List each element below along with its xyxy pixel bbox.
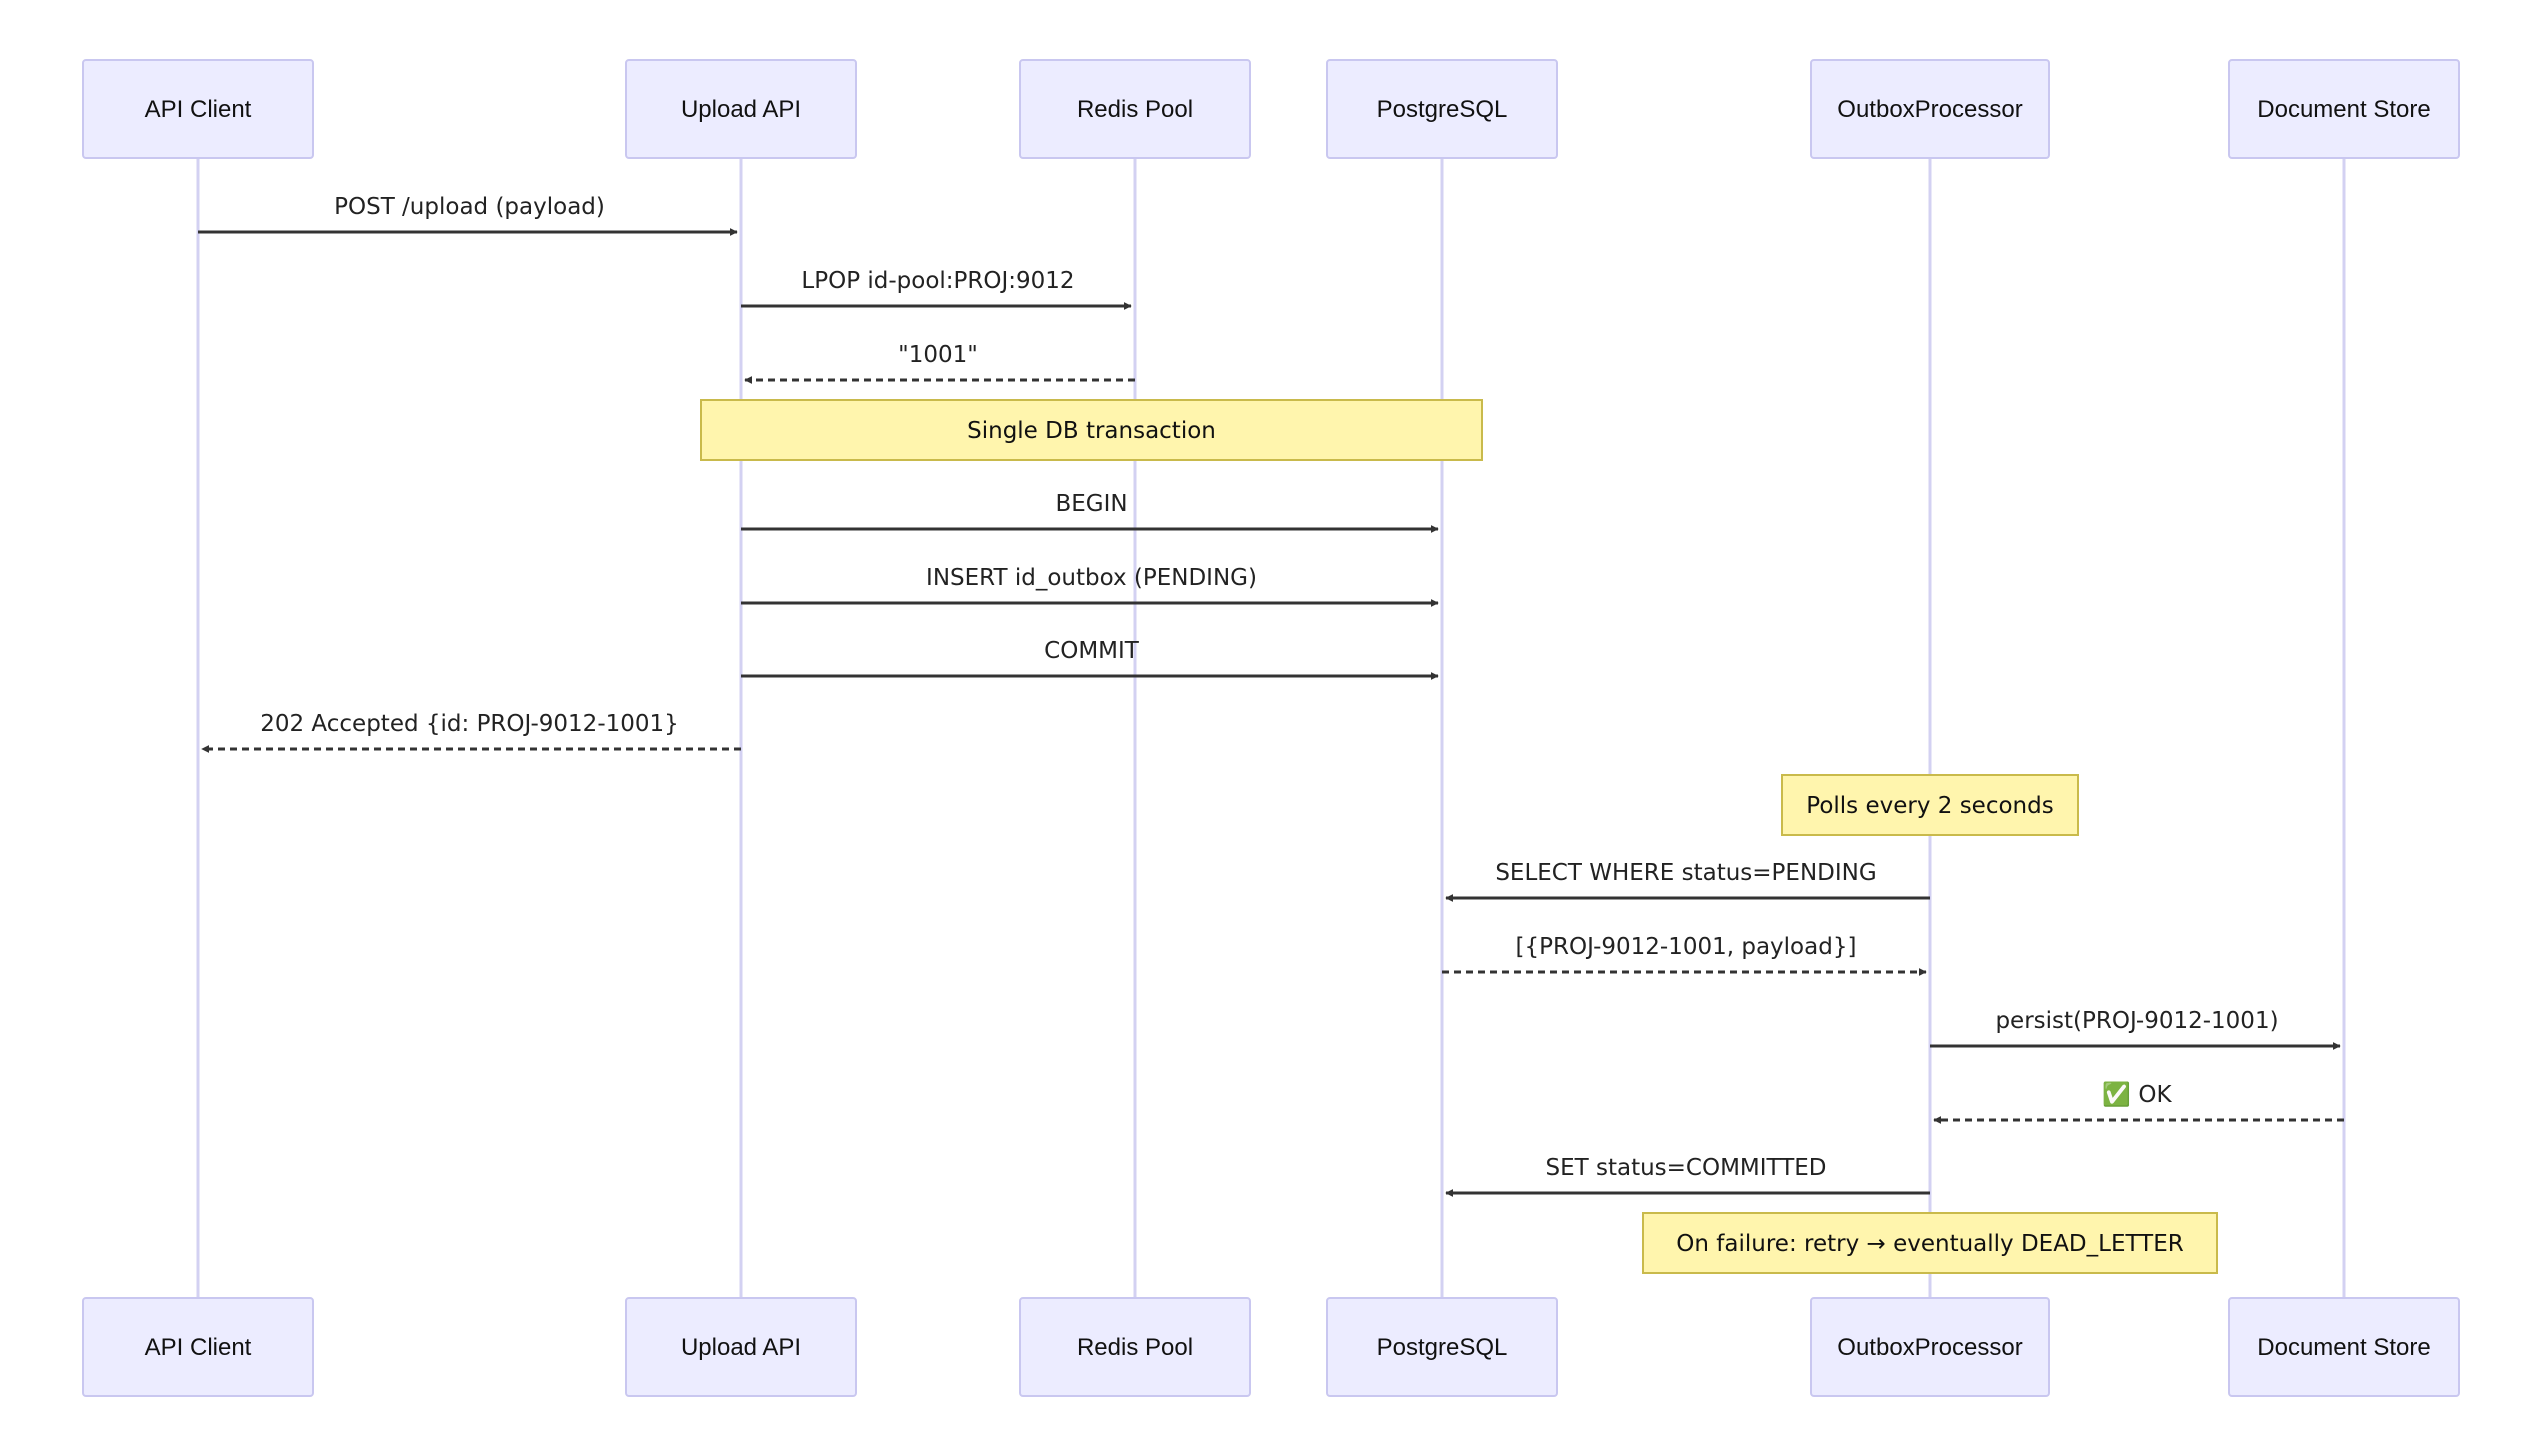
message-label: 202 Accepted {id: PROJ-9012-1001}	[260, 711, 679, 737]
actor-label: Upload API	[681, 96, 801, 123]
note-label: On failure: retry → eventually DEAD_LETT…	[1676, 1231, 2183, 1257]
actor-redis-bottom: Redis Pool	[1019, 1297, 1251, 1397]
actor-api-top: Upload API	[625, 59, 857, 159]
actor-box	[82, 59, 314, 159]
actor-client-bottom: API Client	[82, 1297, 314, 1397]
message-label: BEGIN	[1055, 491, 1127, 517]
actor-store-bottom: Document Store	[2228, 1297, 2460, 1397]
actor-outbox-bottom: OutboxProcessor	[1810, 1297, 2050, 1397]
actors-bottom: API Client Upload API Redis Pool PostgreSQL…	[82, 1297, 2460, 1397]
message-label: ✅ OK	[2102, 1081, 2172, 1108]
note-box	[1781, 774, 2079, 836]
actor-label: OutboxProcessor	[1837, 96, 2022, 123]
message-client-to-api: POST /upload (payload)	[198, 194, 738, 236]
message-api-to-pg: COMMIT	[741, 638, 1439, 680]
actor-box	[2228, 1297, 2460, 1397]
note-label: Single DB transaction	[967, 418, 1216, 444]
actor-api-bottom: Upload API	[625, 1297, 857, 1397]
message-outbox-to-pg: SET status=COMMITTED	[1445, 1155, 1930, 1197]
note-box	[1642, 1212, 2218, 1274]
diagram-steps: POST /upload (payload) LPOP id-pool:PROJ:…	[198, 194, 2344, 1274]
actor-outbox-top: OutboxProcessor	[1810, 59, 2050, 159]
actor-box	[1019, 1297, 1251, 1397]
actor-box	[625, 59, 857, 159]
message-redis-to-api: "1001"	[744, 342, 1135, 384]
actor-box	[625, 1297, 857, 1397]
message-api-to-client: 202 Accepted {id: PROJ-9012-1001}	[201, 711, 741, 753]
actor-label: Document Store	[2257, 1334, 2430, 1361]
actor-label: PostgreSQL	[1377, 1334, 1508, 1361]
note: On failure: retry → eventually DEAD_LETT…	[1642, 1212, 2218, 1274]
actor-label: Redis Pool	[1077, 1334, 1193, 1361]
note: Single DB transaction	[700, 399, 1483, 461]
actor-label: Document Store	[2257, 96, 2430, 123]
message-label: persist(PROJ-9012-1001)	[1995, 1008, 2278, 1034]
message-label: POST /upload (payload)	[334, 194, 605, 220]
actor-client-top: API Client	[82, 59, 314, 159]
message-api-to-pg: INSERT id_outbox (PENDING)	[741, 565, 1439, 607]
actor-label: API Client	[145, 1334, 252, 1361]
message-label: LPOP id-pool:PROJ:9012	[801, 268, 1074, 294]
actor-box	[1810, 1297, 2050, 1397]
message-label: COMMIT	[1044, 638, 1140, 664]
message-outbox-to-store: persist(PROJ-9012-1001)	[1930, 1008, 2341, 1050]
actor-store-top: Document Store	[2228, 59, 2460, 159]
actor-box	[1326, 59, 1558, 159]
message-label: SET status=COMMITTED	[1545, 1155, 1826, 1181]
actor-pg-top: PostgreSQL	[1326, 59, 1558, 159]
actor-label: PostgreSQL	[1377, 96, 1508, 123]
actor-box	[1810, 59, 2050, 159]
actor-label: Upload API	[681, 1334, 801, 1361]
message-label: INSERT id_outbox (PENDING)	[926, 565, 1257, 591]
actor-pg-bottom: PostgreSQL	[1326, 1297, 1558, 1397]
message-api-to-redis: LPOP id-pool:PROJ:9012	[741, 268, 1132, 310]
note-box	[700, 399, 1483, 461]
message-label: SELECT WHERE status=PENDING	[1495, 860, 1876, 886]
message-api-to-pg: BEGIN	[741, 491, 1439, 533]
message-label: [{PROJ-9012-1001, payload}]	[1516, 934, 1857, 960]
message-pg-to-outbox: [{PROJ-9012-1001, payload}]	[1442, 934, 1927, 976]
actor-box	[1019, 59, 1251, 159]
message-label: "1001"	[898, 342, 978, 368]
actor-label: API Client	[145, 96, 252, 123]
lifelines	[196, 158, 2346, 1298]
message-store-to-outbox: ✅ OK	[1933, 1081, 2344, 1124]
actor-redis-top: Redis Pool	[1019, 59, 1251, 159]
actors-top: API Client Upload API Redis Pool PostgreSQL…	[82, 59, 2460, 159]
actor-box	[1326, 1297, 1558, 1397]
note: Polls every 2 seconds	[1781, 774, 2079, 836]
actor-label: Redis Pool	[1077, 96, 1193, 123]
message-outbox-to-pg: SELECT WHERE status=PENDING	[1445, 860, 1930, 902]
actor-box	[2228, 59, 2460, 159]
actor-label: OutboxProcessor	[1837, 1334, 2022, 1361]
note-label: Polls every 2 seconds	[1806, 793, 2053, 819]
actor-box	[82, 1297, 314, 1397]
